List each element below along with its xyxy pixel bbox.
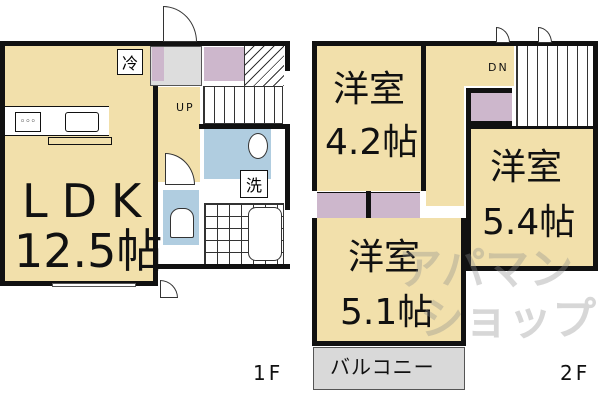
door-2f-b (538, 27, 552, 43)
2f-outer-wall (312, 41, 598, 46)
room-5-4-name: 洋室 (490, 147, 563, 188)
room-5-1-name: 洋室 (348, 237, 421, 278)
room-4-2-name: 洋室 (333, 69, 406, 110)
fridge-label: 冷 (117, 49, 143, 75)
floor-1f-label: 1F (253, 361, 284, 385)
wall-closet-divider (366, 191, 371, 221)
room-4-2 (312, 41, 426, 191)
floor-2f-label: 2F (560, 361, 591, 385)
counter-top (48, 137, 112, 145)
shoe-storage (152, 47, 164, 81)
corridor-2f-v (426, 86, 464, 206)
sink-icon (65, 112, 99, 132)
ldk-right-wall (153, 41, 158, 286)
stairs-1f (203, 86, 283, 124)
ldk-window (52, 283, 136, 287)
washer-label: 洗 (240, 170, 268, 198)
1f-outer-wall (285, 41, 290, 71)
room-5-4 (466, 126, 598, 271)
room-5-1-size: 5.1帖 (340, 292, 434, 333)
ldk-room-lower (0, 140, 158, 286)
wall-washroom (199, 124, 290, 129)
wall-right-1f (285, 124, 290, 210)
watermark-line2: ショップ (420, 294, 596, 345)
dn-label: DN (488, 61, 509, 74)
up-label: UP (176, 101, 195, 114)
room-4-2-size: 4.2帖 (325, 122, 419, 163)
ldk-name: LDK (22, 174, 156, 228)
balcony-label: バルコニー (330, 355, 435, 379)
washbasin-icon (248, 133, 268, 159)
stove-icon: ◦◦◦ (15, 112, 41, 132)
closet-4-2 (317, 192, 367, 218)
side-door (160, 280, 178, 298)
closet-5-4 (466, 88, 512, 126)
toilet-icon (170, 208, 194, 238)
room-5-1 (312, 218, 466, 346)
door-2f-a (496, 27, 510, 43)
corridor-2f (426, 46, 514, 86)
stairs-1f-upper (244, 46, 284, 86)
watermark-line1: アパマン (398, 244, 574, 295)
storage-1f (204, 47, 244, 81)
closet-5-1 (370, 192, 420, 218)
wall-bottom-bath (158, 264, 290, 269)
stairs-2f (516, 46, 596, 126)
balcony (313, 347, 465, 390)
ldk-size: 12.5帖 (14, 224, 163, 278)
room-5-4-size: 5.4帖 (482, 202, 576, 243)
bathtub-icon (248, 207, 282, 261)
